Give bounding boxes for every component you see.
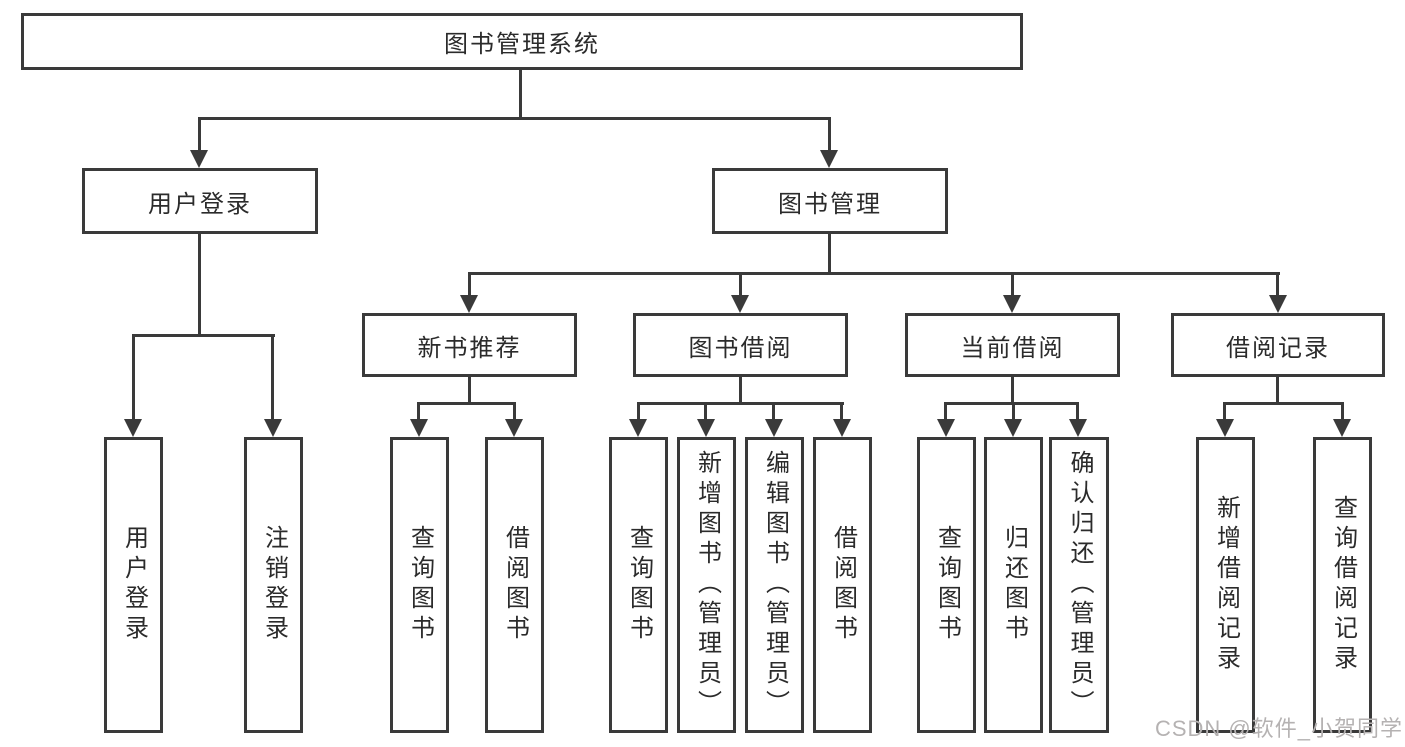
arrow-down-icon bbox=[410, 419, 428, 437]
connector-root-stem bbox=[519, 69, 522, 119]
node-root-label: 图书管理系统 bbox=[444, 31, 600, 58]
connector-leaf-stem bbox=[772, 404, 775, 421]
leaf-borrowing-add-books-admin: 新增图书（管理员） bbox=[677, 437, 736, 733]
connector-root-hline bbox=[198, 117, 831, 120]
arrow-down-icon bbox=[629, 419, 647, 437]
connector-leaf-stem bbox=[1076, 404, 1079, 421]
arrow-down-icon bbox=[505, 419, 523, 437]
leaf-records-add-record-label: 新增借阅记录 bbox=[1212, 495, 1240, 675]
leaf-borrowing-borrow-books-label: 借阅图书 bbox=[829, 525, 857, 645]
arrow-down-icon bbox=[460, 295, 478, 313]
leaf-records-add-record: 新增借阅记录 bbox=[1196, 437, 1255, 733]
arrow-down-icon bbox=[731, 295, 749, 313]
node-current-borrowing-label: 当前借阅 bbox=[960, 334, 1065, 362]
connector-user-login-drop bbox=[198, 234, 201, 336]
connector-leaf-stem bbox=[1341, 404, 1344, 421]
connector-borrowing-hline bbox=[637, 402, 844, 405]
leaf-borrowing-borrow-books: 借阅图书 bbox=[813, 437, 872, 733]
connector-leaf-stem bbox=[1223, 404, 1226, 421]
leaf-borrowing-query-books: 查询图书 bbox=[609, 437, 668, 733]
leaf-borrowing-query-books-label: 查询图书 bbox=[625, 525, 653, 645]
connector-recommend-hline bbox=[417, 402, 516, 405]
node-borrowing-records: 借阅记录 bbox=[1171, 313, 1385, 377]
connector-book-mgmt-hline bbox=[468, 272, 1280, 275]
connector-borrowing-stem bbox=[739, 274, 742, 297]
connector-current-hline bbox=[944, 402, 1079, 405]
watermark-csdn: CSDN @软件_小贺同学 bbox=[1154, 716, 1403, 741]
arrow-down-icon bbox=[124, 419, 142, 437]
arrow-down-icon bbox=[264, 419, 282, 437]
arrow-down-icon bbox=[1333, 419, 1351, 437]
leaf-recommend-query-books: 查询图书 bbox=[390, 437, 449, 733]
arrow-down-icon bbox=[765, 419, 783, 437]
leaf-borrowing-add-books-admin-label: 新增图书（管理员） bbox=[693, 450, 721, 720]
leaf-current-query-books-label: 查询图书 bbox=[933, 525, 961, 645]
connector-leaf-stem bbox=[840, 404, 843, 421]
node-root: 图书管理系统 bbox=[21, 13, 1023, 70]
node-new-book-recommendation-label: 新书推荐 bbox=[417, 334, 522, 362]
connector-current-stem bbox=[1011, 274, 1014, 297]
leaf-borrowing-edit-books-admin-label: 编辑图书（管理员） bbox=[761, 450, 789, 720]
leaf-current-return-books: 归还图书 bbox=[984, 437, 1043, 733]
node-book-borrowing-label: 图书借阅 bbox=[688, 334, 793, 362]
connector-book-mgmt-drop bbox=[828, 234, 831, 274]
node-book-borrowing: 图书借阅 bbox=[633, 313, 848, 377]
arrow-down-icon bbox=[833, 419, 851, 437]
node-book-management: 图书管理 bbox=[712, 168, 948, 234]
connector-leaf-stem bbox=[1012, 404, 1015, 421]
node-book-management-label: 图书管理 bbox=[778, 190, 882, 218]
node-new-book-recommendation: 新书推荐 bbox=[362, 313, 577, 377]
arrow-down-icon bbox=[820, 150, 838, 168]
arrow-down-icon bbox=[190, 150, 208, 168]
node-current-borrowing: 当前借阅 bbox=[905, 313, 1120, 377]
connector-leaf-stem bbox=[704, 404, 707, 421]
leaf-recommend-borrow-books: 借阅图书 bbox=[485, 437, 544, 733]
connector-leaf-logout-stem bbox=[271, 336, 274, 421]
leaf-logout: 注销登录 bbox=[244, 437, 303, 733]
leaf-records-query-record-label: 查询借阅记录 bbox=[1329, 495, 1357, 675]
connector-book-mgmt-stem bbox=[828, 119, 831, 152]
connector-leaf-stem bbox=[513, 404, 516, 421]
arrow-down-icon bbox=[697, 419, 715, 437]
leaf-recommend-borrow-books-label: 借阅图书 bbox=[501, 525, 529, 645]
connector-recommend-stem bbox=[468, 274, 471, 297]
connector-records-stem bbox=[1276, 274, 1279, 297]
connector-user-login-hline bbox=[132, 334, 275, 337]
arrow-down-icon bbox=[937, 419, 955, 437]
connector-leaf-login-stem bbox=[132, 336, 135, 421]
leaf-user-login-label: 用户登录 bbox=[120, 525, 148, 645]
connector-records-drop bbox=[1276, 377, 1279, 404]
node-user-login: 用户登录 bbox=[82, 168, 318, 234]
leaf-current-confirm-return-admin: 确认归还（管理员） bbox=[1049, 437, 1109, 733]
leaf-recommend-query-books-label: 查询图书 bbox=[406, 525, 434, 645]
leaf-logout-label: 注销登录 bbox=[260, 525, 288, 645]
connector-user-login-stem bbox=[198, 119, 201, 152]
arrow-down-icon bbox=[1269, 295, 1287, 313]
arrow-down-icon bbox=[1216, 419, 1234, 437]
connector-leaf-stem bbox=[417, 404, 420, 421]
connector-current-drop bbox=[1011, 377, 1014, 404]
connector-records-hline bbox=[1223, 402, 1344, 405]
connector-recommend-drop bbox=[468, 377, 471, 404]
leaf-current-query-books: 查询图书 bbox=[917, 437, 976, 733]
connector-borrowing-drop bbox=[739, 377, 742, 404]
leaf-current-confirm-return-admin-label: 确认归还（管理员） bbox=[1066, 450, 1093, 720]
arrow-down-icon bbox=[1004, 419, 1022, 437]
leaf-current-return-books-label: 归还图书 bbox=[1000, 525, 1028, 645]
connector-leaf-stem bbox=[944, 404, 947, 421]
connector-leaf-stem bbox=[637, 404, 640, 421]
leaf-user-login: 用户登录 bbox=[104, 437, 163, 733]
leaf-records-query-record: 查询借阅记录 bbox=[1313, 437, 1372, 733]
arrow-down-icon bbox=[1003, 295, 1021, 313]
leaf-borrowing-edit-books-admin: 编辑图书（管理员） bbox=[745, 437, 804, 733]
arrow-down-icon bbox=[1069, 419, 1087, 437]
node-borrowing-records-label: 借阅记录 bbox=[1226, 334, 1330, 362]
node-user-login-label: 用户登录 bbox=[148, 190, 252, 218]
